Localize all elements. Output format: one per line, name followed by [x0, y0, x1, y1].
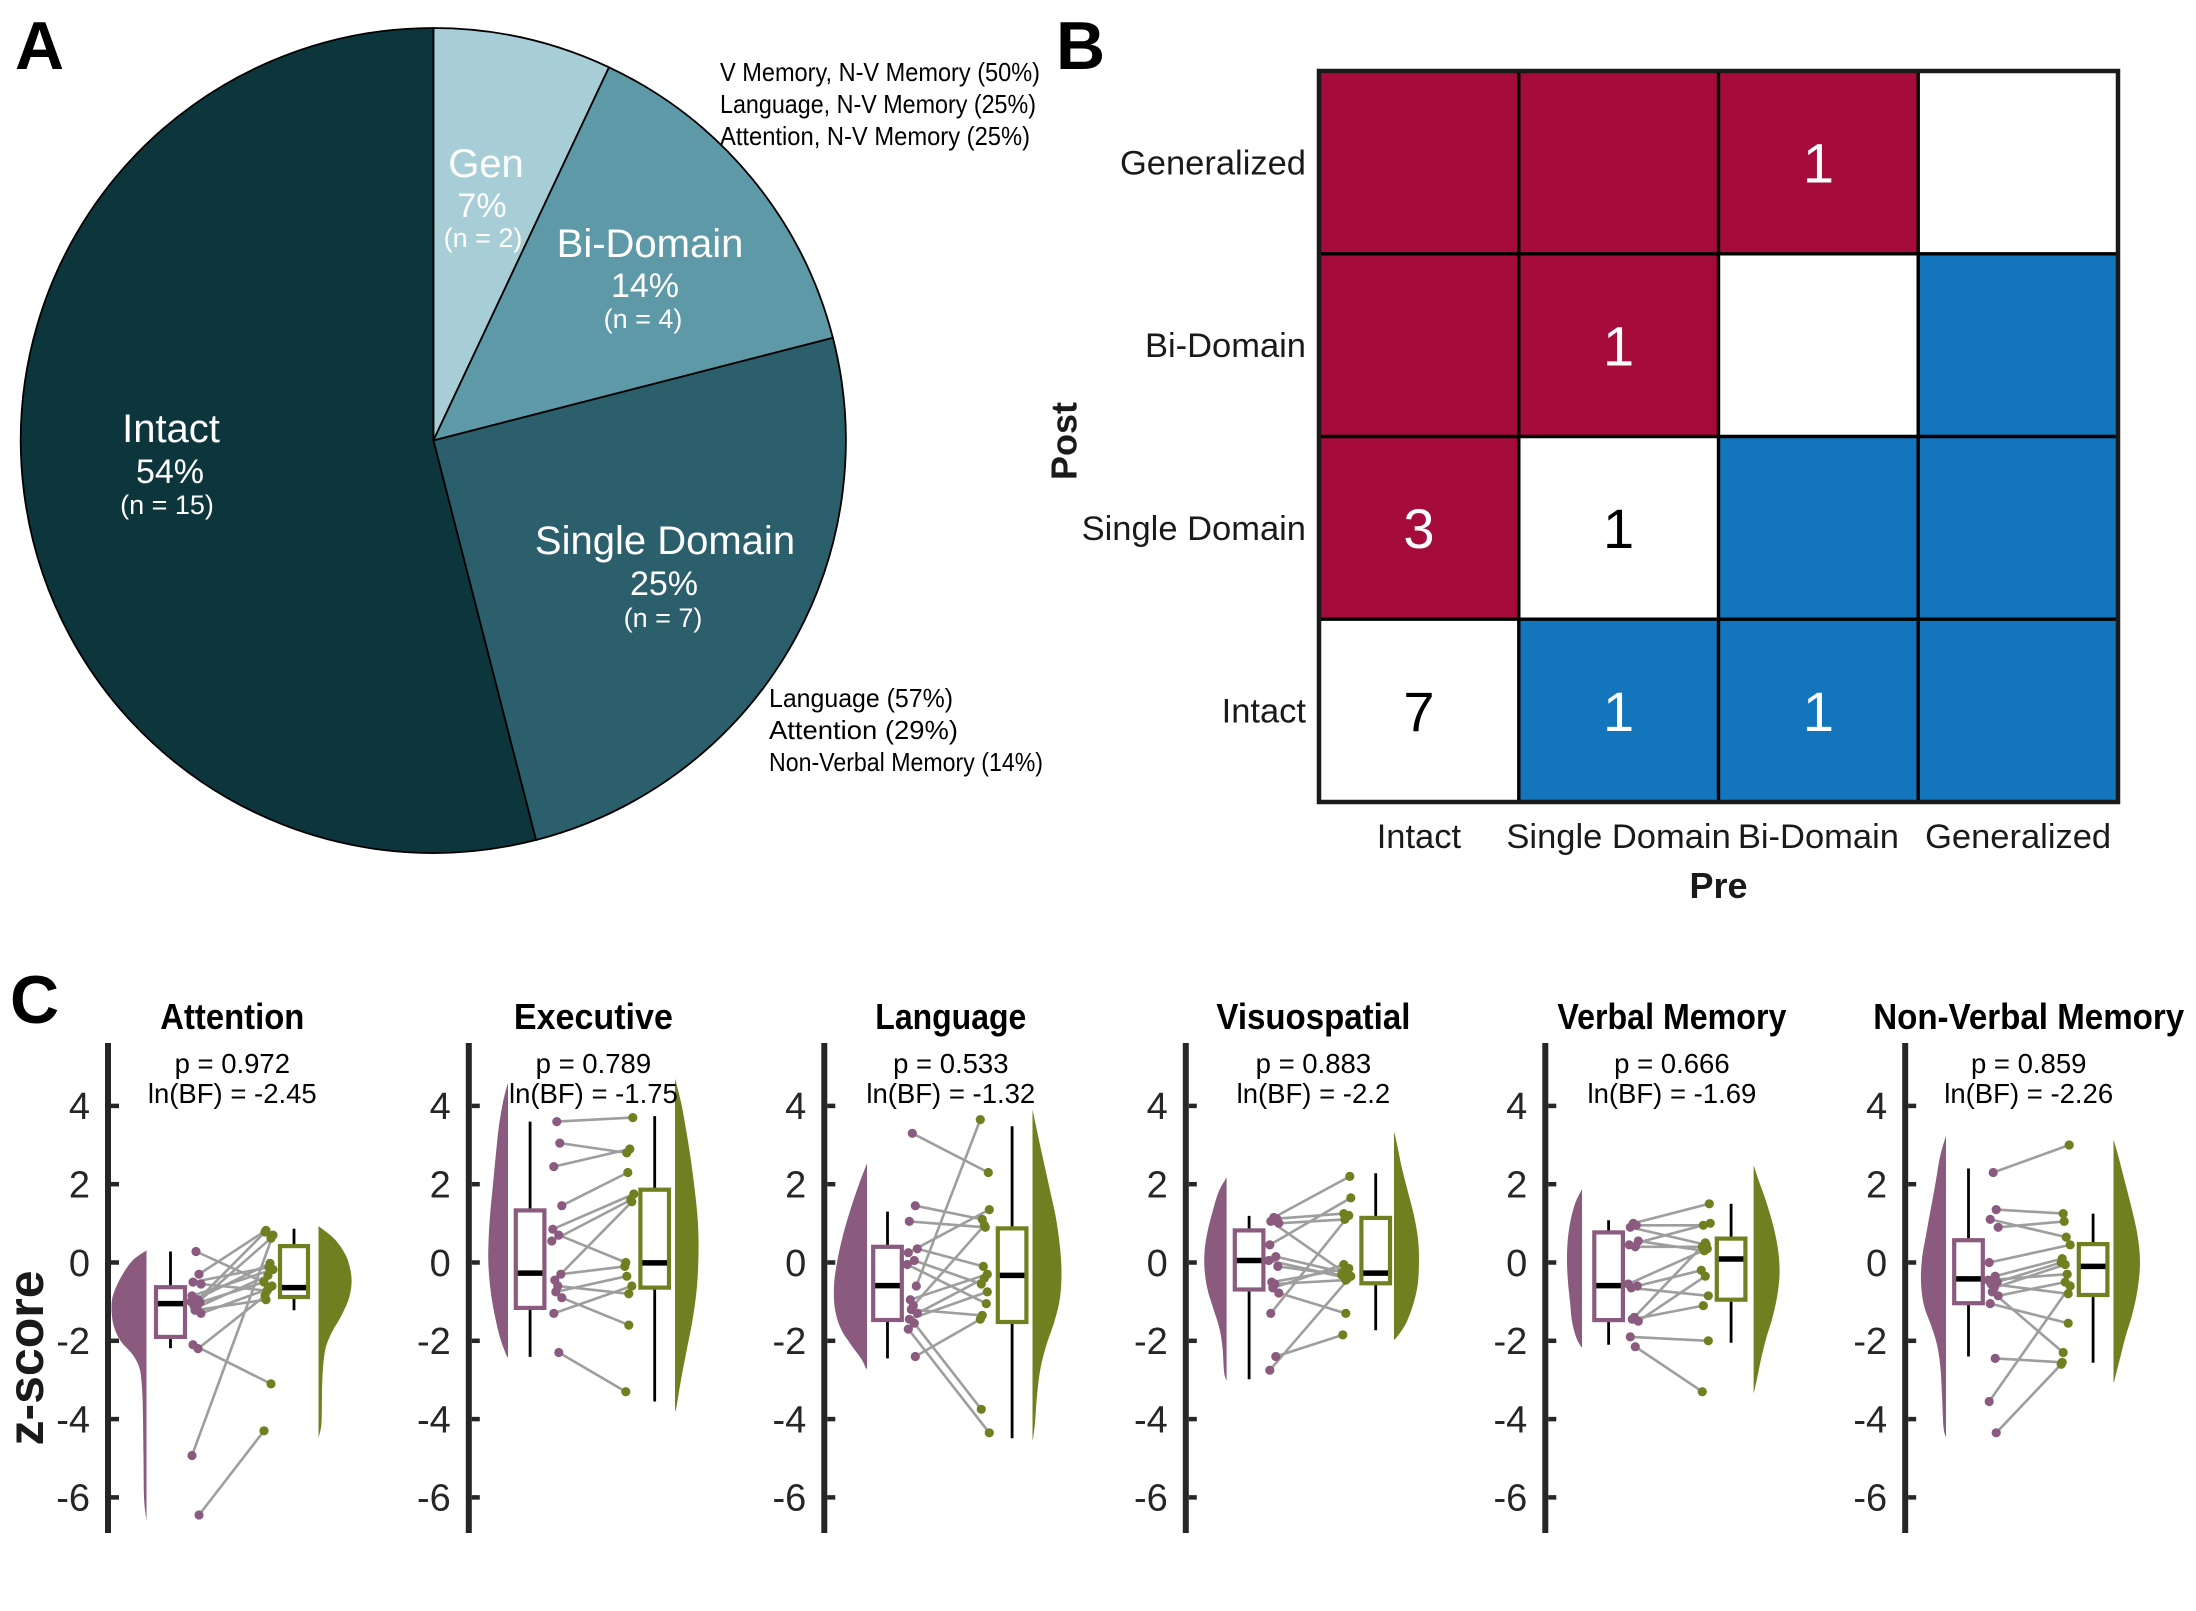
svg-text:ln(BF) = -1.32: ln(BF) = -1.32: [866, 1078, 1035, 1109]
svg-text:2: 2: [785, 1165, 806, 1207]
svg-text:Single Domain: Single Domain: [1082, 510, 1306, 548]
svg-text:Non-Verbal Memory: Non-Verbal Memory: [1873, 996, 2184, 1037]
svg-text:-4: -4: [56, 1399, 90, 1441]
svg-text:2: 2: [69, 1165, 90, 1207]
svg-text:Intact: Intact: [1377, 818, 1462, 856]
svg-text:Language, N-V Memory (25%): Language, N-V Memory (25%): [720, 89, 1036, 119]
svg-text:-2: -2: [1494, 1321, 1528, 1363]
svg-text:-6: -6: [1494, 1478, 1528, 1520]
svg-text:2: 2: [430, 1165, 451, 1207]
svg-text:p = 0.789: p = 0.789: [536, 1048, 651, 1079]
svg-text:2: 2: [1866, 1165, 1887, 1207]
svg-text:4: 4: [1866, 1086, 1887, 1128]
svg-text:Single Domain: Single Domain: [535, 519, 795, 563]
svg-text:1: 1: [1603, 497, 1634, 560]
svg-text:p = 0.859: p = 0.859: [1971, 1048, 2086, 1079]
svg-text:ln(BF) = -2.2: ln(BF) = -2.2: [1237, 1078, 1391, 1109]
svg-text:Language (57%): Language (57%): [769, 683, 953, 713]
svg-text:4: 4: [1147, 1086, 1168, 1128]
svg-text:1: 1: [1803, 680, 1834, 743]
svg-text:ln(BF) = -1.75: ln(BF) = -1.75: [509, 1078, 678, 1109]
svg-text:7%: 7%: [457, 187, 506, 225]
svg-text:(n = 7): (n = 7): [624, 603, 703, 633]
svg-text:-6: -6: [417, 1478, 451, 1520]
svg-text:1: 1: [1603, 680, 1634, 743]
svg-text:Bi-Domain: Bi-Domain: [557, 222, 744, 266]
svg-text:Executive: Executive: [514, 996, 673, 1037]
svg-text:Non-Verbal Memory (14%): Non-Verbal Memory (14%): [769, 747, 1043, 777]
svg-text:A: A: [15, 8, 64, 84]
svg-text:14%: 14%: [611, 267, 679, 305]
svg-text:3: 3: [1403, 497, 1434, 560]
svg-text:-2: -2: [417, 1321, 451, 1363]
svg-text:-4: -4: [1853, 1399, 1887, 1441]
svg-text:4: 4: [1506, 1086, 1527, 1128]
svg-text:7: 7: [1403, 680, 1434, 743]
svg-text:4: 4: [785, 1086, 806, 1128]
svg-text:Attention, N-V Memory (25%): Attention, N-V Memory (25%): [720, 121, 1030, 151]
svg-text:Generalized: Generalized: [1120, 144, 1306, 182]
svg-text:-2: -2: [773, 1321, 807, 1363]
svg-text:Post: Post: [1044, 402, 1085, 480]
svg-text:4: 4: [430, 1086, 451, 1128]
svg-text:p = 0.533: p = 0.533: [893, 1048, 1008, 1079]
svg-text:-4: -4: [773, 1399, 807, 1441]
svg-text:Pre: Pre: [1689, 865, 1747, 906]
svg-text:1: 1: [1803, 132, 1834, 195]
svg-text:0: 0: [1147, 1243, 1168, 1285]
svg-text:4: 4: [69, 1086, 90, 1128]
svg-text:0: 0: [785, 1243, 806, 1285]
svg-text:Intact: Intact: [122, 407, 220, 451]
svg-text:-6: -6: [1134, 1478, 1168, 1520]
svg-text:1: 1: [1603, 314, 1634, 377]
svg-text:54%: 54%: [136, 453, 204, 491]
svg-text:Generalized: Generalized: [1925, 818, 2111, 856]
svg-text:-2: -2: [1134, 1321, 1168, 1363]
svg-text:-2: -2: [56, 1321, 90, 1363]
svg-text:Attention: Attention: [160, 996, 304, 1037]
svg-text:Bi-Domain: Bi-Domain: [1738, 818, 1899, 856]
svg-text:C: C: [10, 962, 59, 1038]
svg-text:0: 0: [430, 1243, 451, 1285]
svg-text:(n = 15): (n = 15): [120, 490, 214, 520]
svg-text:Language: Language: [875, 996, 1026, 1037]
svg-text:p = 0.883: p = 0.883: [1256, 1048, 1371, 1079]
svg-text:-6: -6: [773, 1478, 807, 1520]
svg-text:Gen: Gen: [448, 142, 524, 186]
svg-text:(n = 4): (n = 4): [604, 304, 683, 334]
svg-text:B: B: [1056, 8, 1105, 84]
svg-text:-6: -6: [1853, 1478, 1887, 1520]
svg-text:0: 0: [1866, 1243, 1887, 1285]
svg-text:Attention (29%): Attention (29%): [769, 715, 958, 745]
svg-text:ln(BF) = -2.26: ln(BF) = -2.26: [1944, 1078, 2113, 1109]
svg-text:ln(BF) = -2.45: ln(BF) = -2.45: [148, 1078, 317, 1109]
svg-text:Single Domain: Single Domain: [1506, 818, 1730, 856]
svg-text:-4: -4: [1134, 1399, 1168, 1441]
svg-text:Visuospatial: Visuospatial: [1216, 996, 1410, 1037]
svg-text:0: 0: [1506, 1243, 1527, 1285]
svg-text:-6: -6: [56, 1478, 90, 1520]
svg-text:p = 0.666: p = 0.666: [1614, 1048, 1729, 1079]
svg-text:-4: -4: [1494, 1399, 1528, 1441]
svg-text:ln(BF) = -1.69: ln(BF) = -1.69: [1587, 1078, 1756, 1109]
svg-text:V Memory, N-V Memory (50%): V Memory, N-V Memory (50%): [720, 57, 1040, 87]
svg-text:p = 0.972: p = 0.972: [175, 1048, 290, 1079]
svg-text:Intact: Intact: [1222, 693, 1307, 731]
svg-text:Bi-Domain: Bi-Domain: [1145, 327, 1306, 365]
svg-text:25%: 25%: [630, 565, 698, 603]
svg-text:z-score: z-score: [0, 1270, 54, 1445]
svg-text:(n = 2): (n = 2): [444, 223, 523, 253]
svg-text:-2: -2: [1853, 1321, 1887, 1363]
svg-text:2: 2: [1147, 1165, 1168, 1207]
svg-text:2: 2: [1506, 1165, 1527, 1207]
svg-text:-4: -4: [417, 1399, 451, 1441]
svg-text:0: 0: [69, 1243, 90, 1285]
svg-text:Verbal Memory: Verbal Memory: [1557, 996, 1786, 1037]
